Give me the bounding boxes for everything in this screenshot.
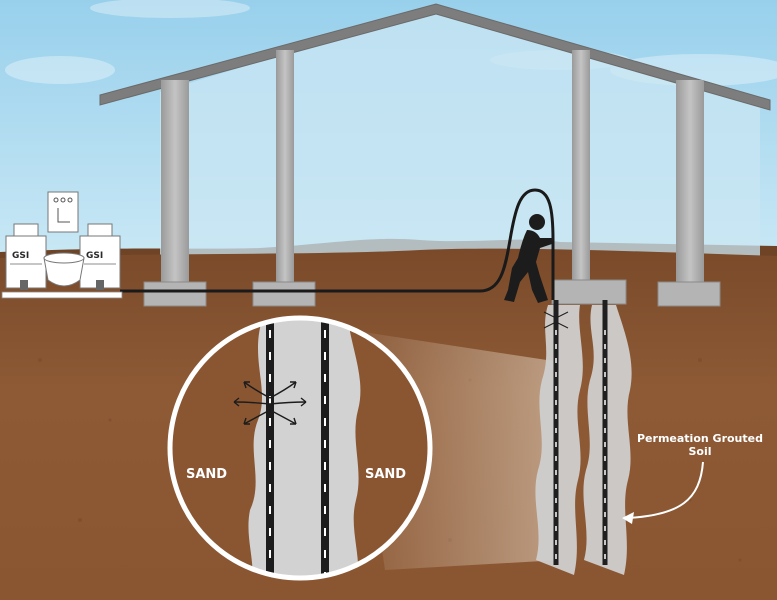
footings: [143, 279, 721, 307]
equipment-logo-left: GSI: [12, 251, 29, 261]
worker-silhouette: [504, 214, 554, 303]
equipment-logo-right: GSI: [86, 251, 103, 261]
callout-arrow: [627, 461, 704, 519]
building-columns: [161, 50, 704, 285]
permeation-label-line2: Soil: [688, 445, 711, 458]
magnifier-lens: SAND SAND: [167, 315, 433, 581]
sand-label-left: SAND: [186, 467, 227, 482]
flow-arrows-large: [233, 381, 307, 425]
grout-hose: [120, 188, 555, 300]
sand-label-right: SAND: [365, 467, 406, 482]
grouting-equipment: GSI GSI: [1, 191, 123, 299]
permeation-label-line1: Permeation Grouted: [637, 432, 763, 445]
glass-wall: [160, 8, 760, 285]
grout-columns: [535, 300, 632, 575]
flow-arrows-small: [543, 311, 569, 329]
roof: [99, 3, 771, 111]
callout-arrowhead: [622, 512, 634, 524]
